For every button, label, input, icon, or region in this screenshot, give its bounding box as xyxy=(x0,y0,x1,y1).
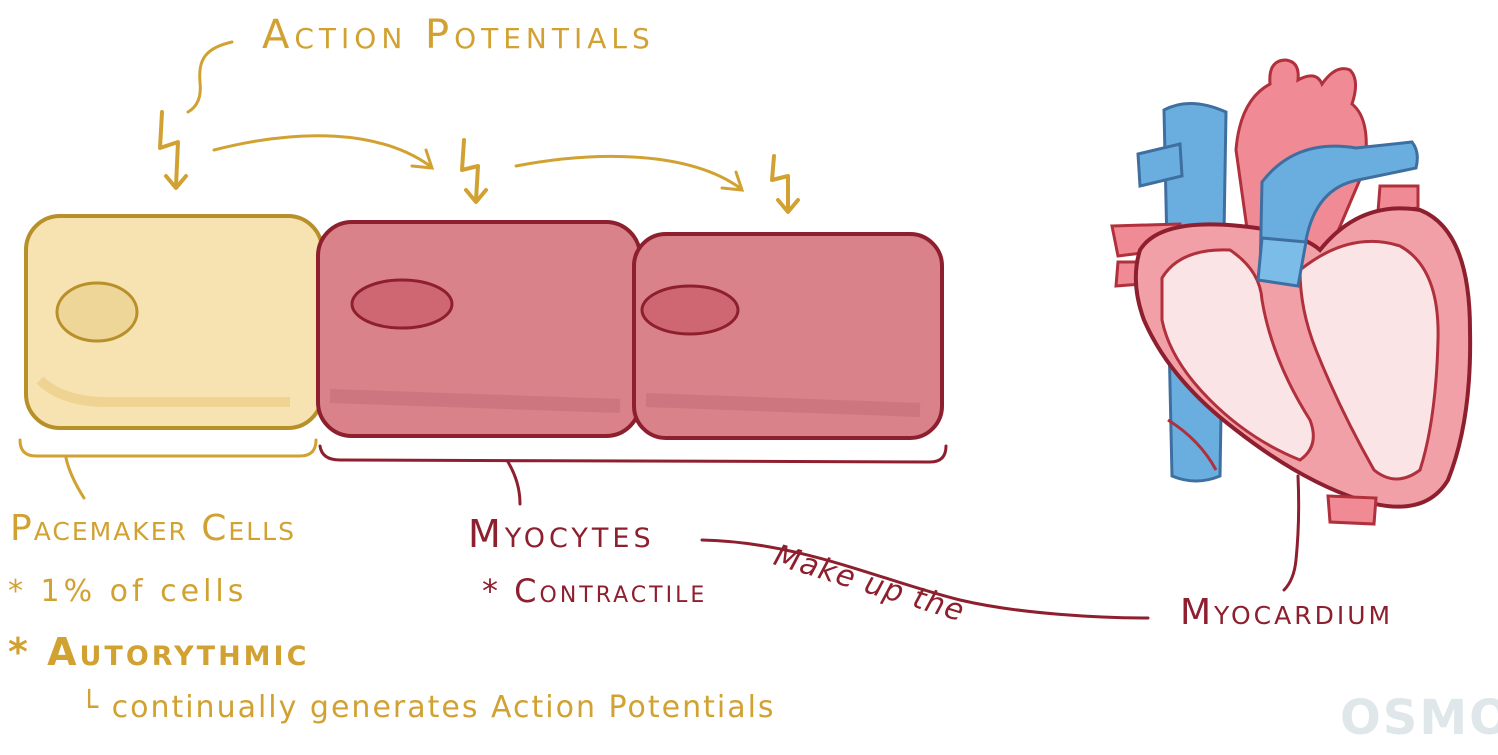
pacemaker-label: Pacemaker Cells xyxy=(10,508,296,549)
pacemaker-bullet-autorhythmic: * Autorythmic xyxy=(8,630,310,674)
curved-arrow-icon xyxy=(212,134,435,170)
pacemaker-sub-note: └ continually generates Action Potential… xyxy=(80,690,776,725)
pacemaker-bullet-percent: * 1% of cells xyxy=(8,574,248,609)
myocyte-cell xyxy=(316,220,642,438)
myocytes-label: Myocytes xyxy=(468,512,655,556)
title-pointer-line xyxy=(186,40,234,114)
pacemaker-bracket xyxy=(18,438,318,500)
myocyte-cell xyxy=(632,232,944,440)
myocytes-bullet-contractile: * Contractile xyxy=(482,572,708,610)
osmosis-logo: OSMO xyxy=(1340,690,1498,746)
lightning-bolt-icon xyxy=(460,138,488,204)
diagram-title: Action Potentials xyxy=(262,12,655,58)
connector-line xyxy=(700,538,1150,620)
lightning-bolt-icon xyxy=(770,154,800,214)
lightning-bolt-icon xyxy=(158,110,188,190)
heart-illustration xyxy=(1110,58,1473,592)
pacemaker-cell xyxy=(24,214,324,430)
myocardium-label: Myocardium xyxy=(1180,592,1394,633)
myocyte-bracket xyxy=(318,444,948,506)
curved-arrow-icon xyxy=(514,154,745,192)
